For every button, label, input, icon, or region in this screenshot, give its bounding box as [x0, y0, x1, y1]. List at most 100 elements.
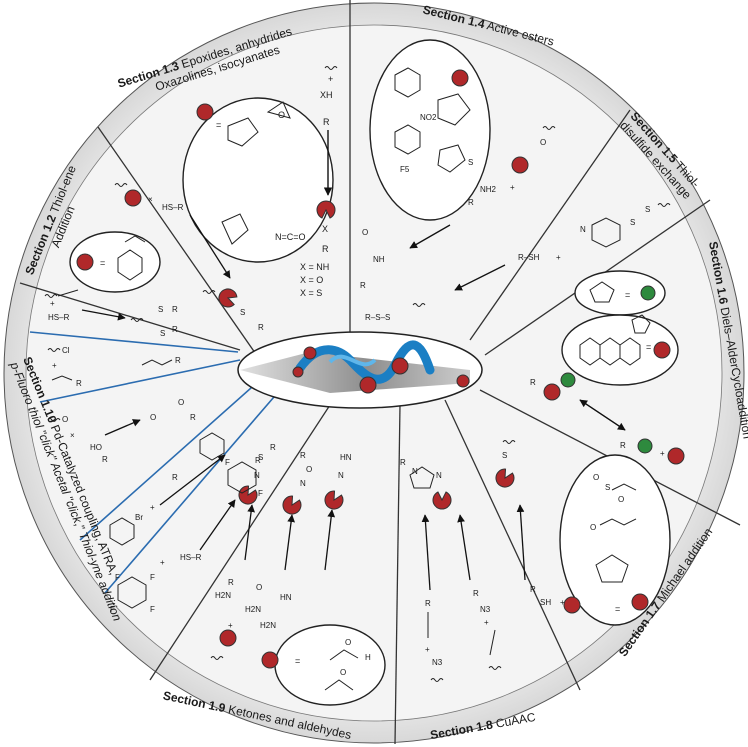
- svg-text:+: +: [560, 598, 565, 607]
- svg-text:F: F: [115, 573, 120, 582]
- svg-text:R: R: [172, 325, 178, 334]
- svg-text:+: +: [52, 361, 57, 370]
- svg-text:O: O: [150, 413, 156, 422]
- svg-text:O: O: [178, 398, 184, 407]
- svg-text:F: F: [225, 458, 230, 467]
- svg-text:S: S: [240, 308, 245, 317]
- svg-text:X = NH: X = NH: [300, 262, 329, 272]
- svg-text:R: R: [322, 244, 329, 254]
- svg-text:R: R: [300, 451, 306, 460]
- disulfide-exchange: N S S R–SH + R–S–S: [365, 203, 671, 322]
- cuaac-reaction: R N N R + N3 R N3 +: [400, 458, 502, 682]
- svg-text:R: R: [620, 441, 626, 450]
- svg-text:+: +: [228, 621, 233, 630]
- svg-text:NO2: NO2: [420, 113, 437, 122]
- svg-text:O: O: [618, 495, 624, 504]
- svg-text:+: +: [484, 618, 489, 627]
- svg-text:S: S: [258, 453, 263, 462]
- svg-text:R: R: [530, 585, 536, 594]
- svg-text:XH: XH: [320, 90, 333, 100]
- svg-text:SH: SH: [540, 598, 551, 607]
- svg-text:NH: NH: [373, 255, 385, 264]
- svg-text:N3: N3: [480, 605, 491, 614]
- svg-text:R–SH: R–SH: [518, 253, 540, 262]
- svg-text:×: ×: [148, 195, 153, 204]
- svg-text:O: O: [345, 638, 351, 647]
- epoxide-reaction: + XH R X R X = NH X = O X = S: [300, 66, 338, 298]
- svg-text:R: R: [102, 455, 108, 464]
- svg-text:R: R: [425, 599, 431, 608]
- svg-text:X = S: X = S: [300, 288, 322, 298]
- svg-text:O: O: [256, 583, 262, 592]
- svg-text:O: O: [593, 473, 599, 482]
- svg-text:R: R: [175, 356, 181, 365]
- svg-text:N3: N3: [432, 658, 443, 667]
- svg-text:X: X: [322, 224, 328, 234]
- section-dividers: [19, 0, 741, 745]
- thiol-ene-group: =: [69, 231, 161, 293]
- svg-text:O: O: [278, 110, 285, 120]
- diels-alder-reaction: R R +: [530, 372, 685, 465]
- svg-text:+: +: [50, 299, 55, 308]
- svg-text:R: R: [323, 117, 330, 127]
- svg-text:R: R: [270, 443, 276, 452]
- svg-text:S: S: [158, 305, 163, 314]
- svg-text:+: +: [556, 253, 561, 262]
- svg-text:=: =: [615, 604, 620, 614]
- svg-text:S: S: [630, 218, 635, 227]
- central-polymer: [237, 331, 483, 409]
- svg-text:+: +: [328, 74, 333, 84]
- svg-text:S: S: [160, 329, 165, 338]
- svg-text:+: +: [150, 503, 155, 512]
- svg-text:S: S: [468, 158, 473, 167]
- svg-text:HO: HO: [90, 443, 102, 452]
- svg-text:O: O: [340, 668, 346, 677]
- diels-alder-group: = =: [561, 270, 679, 386]
- svg-text:+: +: [660, 449, 665, 458]
- svg-text:R: R: [400, 458, 406, 467]
- svg-text:O: O: [362, 228, 368, 237]
- svg-text:+: +: [160, 558, 165, 567]
- svg-text:R: R: [468, 198, 474, 207]
- svg-text:S: S: [645, 205, 650, 214]
- svg-text:NH2: NH2: [480, 185, 497, 194]
- svg-text:F: F: [258, 489, 263, 498]
- svg-text:N: N: [300, 479, 306, 488]
- svg-text:N: N: [580, 225, 586, 234]
- svg-text:X = O: X = O: [300, 275, 323, 285]
- svg-text:O: O: [62, 415, 68, 424]
- svg-text:H: H: [365, 653, 371, 662]
- svg-text:R: R: [530, 378, 536, 387]
- svg-text:HN: HN: [340, 453, 352, 462]
- svg-text:R: R: [190, 413, 196, 422]
- active-ester-reaction: O + NH2 R O NH R: [360, 126, 556, 290]
- svg-text:O: O: [306, 465, 312, 474]
- svg-text:+: +: [510, 183, 515, 192]
- svg-text:F: F: [150, 573, 155, 582]
- svg-text:O: O: [540, 138, 546, 147]
- svg-text:R: R: [172, 305, 178, 314]
- svg-text:×: ×: [70, 431, 75, 440]
- svg-text:R: R: [255, 456, 261, 465]
- svg-text:R: R: [76, 379, 82, 388]
- svg-text:+: +: [425, 645, 430, 654]
- section-1.10-reactions: + HS–R S R S R Cl + R R O × HO R O O R B…: [44, 289, 276, 614]
- svg-text:=: =: [100, 258, 105, 268]
- svg-text:H2N: H2N: [215, 591, 231, 600]
- svg-text:O: O: [590, 523, 596, 532]
- svg-text:=: =: [625, 290, 630, 300]
- michael-reaction: S R SH +: [492, 440, 581, 614]
- svg-text:HS–R: HS–R: [162, 203, 184, 212]
- svg-text:HS–R: HS–R: [48, 313, 70, 322]
- svg-text:N: N: [436, 471, 442, 480]
- thiol-ene-reaction: × HS–R S R: [114, 183, 264, 332]
- svg-text:R: R: [473, 589, 479, 598]
- ketone-aldehyde-group: = O H O: [261, 624, 386, 706]
- svg-text:=: =: [216, 120, 221, 130]
- svg-text:H2N: H2N: [245, 605, 261, 614]
- svg-text:N: N: [412, 467, 418, 476]
- svg-text:R: R: [228, 578, 234, 587]
- svg-text:F: F: [150, 605, 155, 614]
- michael-acceptor-group: S O O O =: [559, 454, 671, 626]
